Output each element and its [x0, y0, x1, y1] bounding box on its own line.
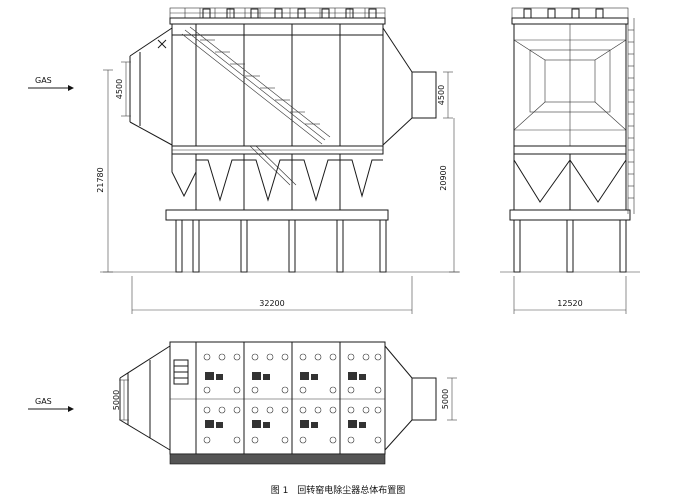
hoppers [171, 154, 383, 210]
dim-plan-inlet: 5000 [112, 390, 121, 410]
side-hoppers [513, 154, 627, 210]
plan-motors [205, 372, 366, 428]
plan-grating [169, 453, 386, 465]
support-columns [175, 219, 387, 273]
plan-stair [173, 359, 189, 385]
dim-total-length: 32200 [259, 299, 284, 308]
inlet-flare [129, 27, 173, 146]
gas-label-top: GAS [35, 76, 52, 85]
side-ladder [627, 18, 635, 214]
gas-label-bottom: GAS [35, 397, 52, 406]
dim-plan-outlet: 5000 [441, 389, 450, 409]
outlet-flare [382, 27, 437, 146]
support-beam [165, 209, 389, 221]
figure-caption: 图 1 回转窑电除尘器总体布置图 [271, 484, 406, 496]
dim-side-width: 12520 [557, 299, 582, 308]
plan-outlet [384, 345, 437, 451]
plan-casing [169, 341, 386, 455]
dim-support-height: 20900 [439, 165, 448, 190]
plan-equipment [203, 353, 382, 444]
dim-total-height: 21780 [96, 167, 105, 192]
casing [171, 23, 384, 147]
stairway [181, 26, 331, 145]
side-elevation: 12520 [500, 7, 640, 314]
dim-inlet-height: 4500 [115, 79, 124, 99]
dim-outlet-height: 4500 [437, 85, 446, 105]
plan-view: GAS 5000 5000 [28, 341, 457, 465]
front-elevation: GAS 4500 21780 4500 20900 [28, 7, 460, 314]
roof [169, 17, 386, 25]
plan-inlet [119, 345, 171, 451]
